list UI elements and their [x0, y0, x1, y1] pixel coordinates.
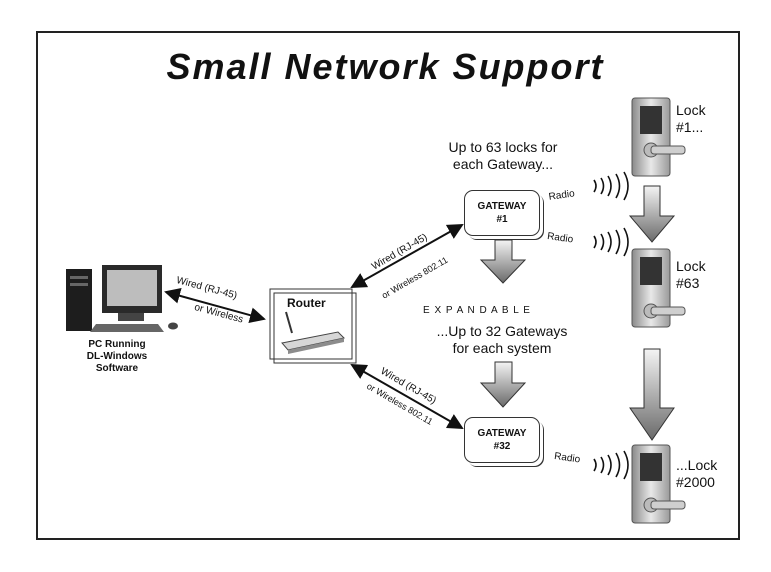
lock-63-label-line2: #63 — [676, 275, 700, 291]
router-label: Router — [287, 296, 326, 310]
pc-label-line3: Software — [95, 363, 139, 374]
locks-per-gateway-line1: Up to 63 locks for — [448, 139, 558, 155]
lock-2000-label: ...Lock #2000 — [676, 457, 717, 491]
locks-per-gateway-note: Up to 63 locks for each Gateway... — [418, 139, 588, 173]
pc-router-link — [164, 288, 266, 323]
gateways-per-system-note: ...Up to 32 Gateways for each system — [412, 323, 592, 357]
slide-frame — [36, 31, 740, 540]
locks-per-gateway-line2: each Gateway... — [452, 156, 554, 172]
lock-1-label: Lock #1... — [676, 102, 706, 136]
down-arrow-gateways-bottom — [479, 361, 527, 408]
lock-icon-1 — [631, 97, 686, 177]
lock-1-label-line2: #1... — [676, 119, 704, 135]
gateway-32-box: GATEWAY #32 — [464, 417, 540, 463]
radio-waves-2 — [593, 227, 629, 257]
pc-label-line1: PC Running — [88, 339, 146, 350]
radio-waves-3 — [593, 450, 629, 480]
gateway-32-number: #32 — [493, 441, 511, 452]
gateway-1-title: GATEWAY — [477, 201, 527, 212]
expandable-label: E X P A N D A B L E — [423, 305, 531, 316]
radio-waves-1 — [593, 171, 629, 201]
down-arrow-gateways-top — [479, 239, 527, 284]
router-icon — [281, 311, 346, 354]
down-arrow-locks-bottom — [629, 348, 675, 441]
slide-title: Small Network Support — [166, 46, 605, 87]
lock-63-label-line1: Lock — [676, 258, 706, 274]
pc-label-line2: DL-Windows — [86, 351, 148, 362]
gateway-1-number: #1 — [496, 214, 508, 225]
router-gateway32-link — [350, 364, 464, 429]
pc-icon — [66, 265, 178, 332]
lock-63-label: Lock #63 — [676, 258, 706, 292]
lock-2000-label-line1: ...Lock — [676, 457, 718, 473]
lock-2000-label-line2: #2000 — [676, 474, 715, 490]
gateway-1-box: GATEWAY #1 — [464, 190, 540, 236]
pc-label: PC Running DL-Windows Software — [74, 339, 160, 375]
gateway-32-title: GATEWAY — [477, 428, 527, 439]
router-gateway1-link — [350, 224, 464, 288]
lock-icon-63 — [631, 248, 686, 328]
gateways-per-system-line2: for each system — [452, 340, 552, 356]
lock-1-label-line1: Lock — [676, 102, 706, 118]
down-arrow-locks-top — [628, 185, 676, 243]
lock-icon-2000 — [631, 444, 686, 524]
gateways-per-system-line1: ...Up to 32 Gateways — [436, 323, 568, 339]
